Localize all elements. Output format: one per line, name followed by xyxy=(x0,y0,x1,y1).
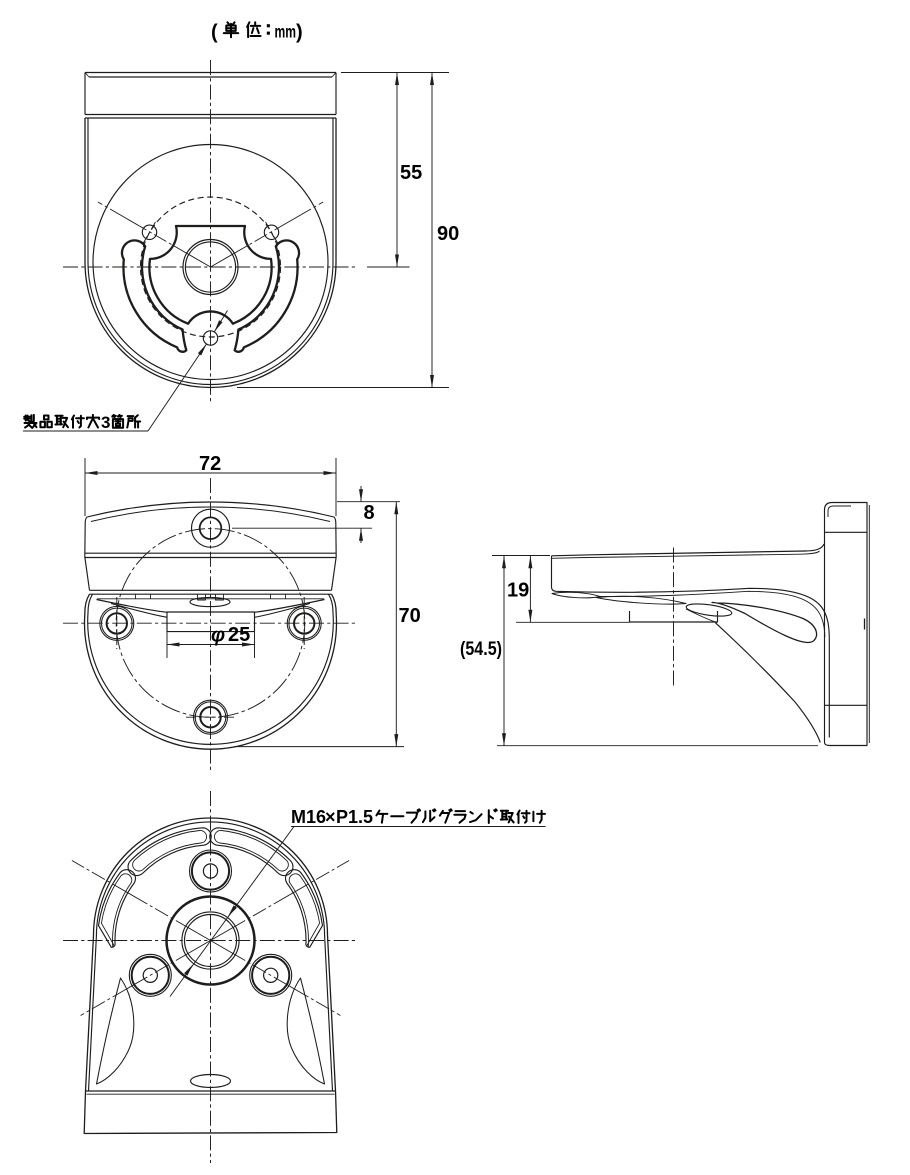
svg-text:55: 55 xyxy=(400,162,422,184)
svg-text:M16: M16 xyxy=(291,807,326,827)
svg-text:3: 3 xyxy=(101,413,110,432)
svg-text:mm: mm xyxy=(275,21,297,41)
svg-text:25: 25 xyxy=(228,624,250,646)
svg-text:): ) xyxy=(296,22,303,44)
svg-text:19: 19 xyxy=(507,580,529,602)
svg-text:8: 8 xyxy=(364,502,375,524)
svg-text:φ: φ xyxy=(211,625,225,647)
svg-text:(: ( xyxy=(211,22,218,44)
svg-text:(54.5): (54.5) xyxy=(460,638,502,660)
svg-text:70: 70 xyxy=(399,605,421,627)
svg-text:72: 72 xyxy=(199,453,221,475)
svg-text:P1.5: P1.5 xyxy=(336,807,373,827)
svg-text:×: × xyxy=(325,807,336,827)
svg-text:90: 90 xyxy=(437,223,459,245)
